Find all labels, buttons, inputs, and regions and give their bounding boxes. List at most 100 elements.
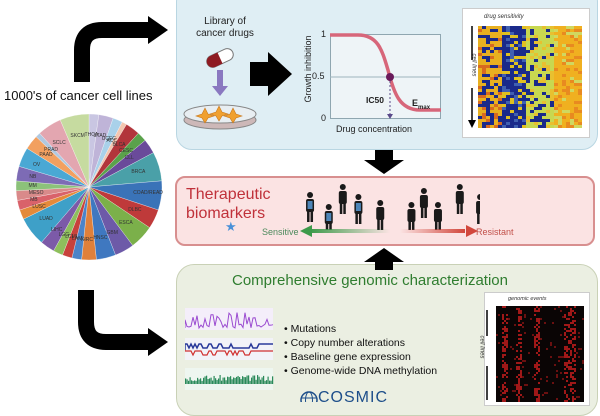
heat-cell [478, 56, 482, 59]
genomic-event [570, 352, 572, 354]
genomic-event [570, 384, 572, 386]
genomic-event [564, 352, 566, 354]
heat-cell [554, 86, 558, 89]
genomic-event [572, 358, 574, 360]
heat-cell [542, 35, 546, 38]
heat-cell [542, 110, 546, 113]
genomic-event [560, 372, 562, 374]
methylation-bar [270, 380, 272, 384]
heat-cell [486, 26, 490, 29]
heat-cell [542, 122, 546, 125]
heat-cell [566, 122, 570, 125]
heat-cell [494, 125, 498, 128]
heat-cell [490, 38, 494, 41]
heat-cell [546, 80, 550, 83]
bullet-dot: • [284, 351, 288, 363]
genomic-event [538, 388, 540, 390]
heat-cell [498, 92, 502, 95]
heat-cell [578, 74, 582, 77]
pie-label: MB [30, 197, 38, 204]
heat-cell [574, 86, 578, 89]
heat-cell [574, 107, 578, 110]
heat-cell [566, 125, 570, 128]
heat-cell [518, 116, 522, 119]
heat-cell [530, 38, 534, 41]
cell-lines-arrow-icon [468, 26, 476, 128]
heat-cell [502, 98, 506, 101]
heat-cell [498, 98, 502, 101]
heat-cell [510, 44, 514, 47]
genomic-event [534, 342, 536, 344]
heat-cell [578, 104, 582, 107]
heat-cell [498, 95, 502, 98]
genomic-event [512, 348, 514, 350]
genomic-event [564, 328, 566, 330]
heat-cell [514, 116, 518, 119]
heat-cell [558, 104, 562, 107]
heat-cell [510, 107, 514, 110]
heat-cell [574, 44, 578, 47]
heat-cell [506, 116, 510, 119]
heat-cell [546, 104, 550, 107]
heat-cell [550, 50, 554, 53]
heat-cell [490, 59, 494, 62]
genomic-event [504, 340, 506, 342]
heat-cell [506, 110, 510, 113]
patients-group [306, 184, 480, 230]
heat-cell [578, 68, 582, 71]
heat-cell [578, 29, 582, 32]
genomic-event [520, 354, 522, 356]
genomic-event [506, 376, 508, 378]
heat-cell [514, 86, 518, 89]
track-bg [185, 338, 273, 360]
heat-cell [518, 44, 522, 47]
heat-cell [514, 26, 518, 29]
bullet-dot: • [284, 337, 288, 349]
heat-cell [494, 41, 498, 44]
heat-cell [506, 86, 510, 89]
bullet-dot: • [284, 323, 288, 335]
heat-cell [506, 92, 510, 95]
heat-cell [498, 47, 502, 50]
heat-cell [498, 101, 502, 104]
heat-cell [522, 86, 526, 89]
genomic-event [518, 392, 520, 394]
genomic-event [504, 328, 506, 330]
bullet-gene-expression: • Baseline gene expression [284, 351, 411, 363]
heat-cell [546, 122, 550, 125]
heat-cell [574, 80, 578, 83]
heat-cell [490, 83, 494, 86]
heat-cell [558, 65, 562, 68]
genomic-event [534, 310, 536, 312]
heat-cell [530, 101, 534, 104]
heat-cell [550, 38, 554, 41]
heat-cell [518, 68, 522, 71]
heat-cell [526, 35, 530, 38]
genomic-event [570, 368, 572, 370]
y-tick-0: 0 [321, 113, 327, 123]
heat-cell [566, 113, 570, 116]
heat-cell [534, 122, 538, 125]
heat-cell [486, 41, 490, 44]
genomic-event [564, 316, 566, 318]
genomic-event [504, 326, 506, 328]
genomic-event [498, 314, 500, 316]
heat-cell [514, 122, 518, 125]
heat-cell [498, 89, 502, 92]
genomic-event [502, 360, 504, 362]
genomic-event [566, 396, 568, 398]
genomic-event [538, 332, 540, 334]
methylation-bar [219, 375, 221, 384]
heat-cell [558, 77, 562, 80]
heat-cell [550, 122, 554, 125]
methylation-bar [204, 376, 206, 384]
genomic-event [506, 396, 508, 398]
drug-library-line1: Library of [204, 16, 246, 27]
genomic-event [570, 376, 572, 378]
genomic-event [560, 334, 562, 336]
heat-cell [550, 110, 554, 113]
heat-cell [498, 104, 502, 107]
heat-cell [566, 92, 570, 95]
pie-label: ESCA [119, 220, 133, 227]
heat-cell [478, 98, 482, 101]
